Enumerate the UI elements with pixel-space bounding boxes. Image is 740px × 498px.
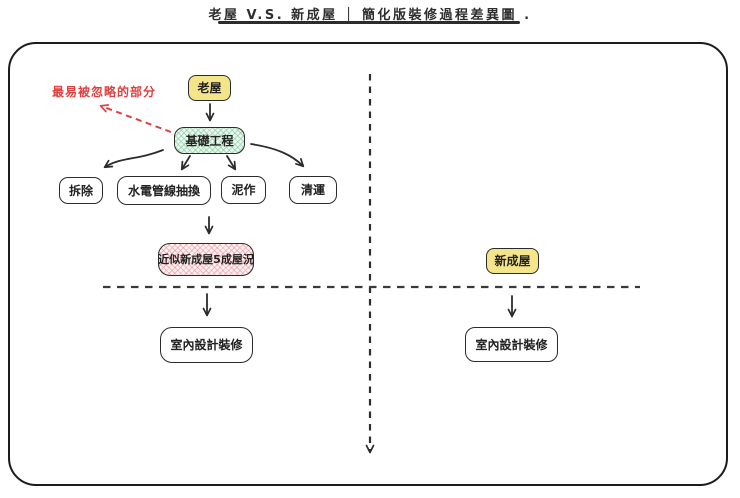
node-foundation-work: 基礎工程: [174, 127, 245, 154]
diagram-title: 老屋 V.S. 新成屋 │ 簡化版裝修過程差異圖 .: [208, 8, 532, 23]
node-new-house: 新成屋: [486, 248, 539, 274]
node-step-masonry: 泥作: [221, 176, 266, 204]
node-step-plumbing-electrical: 水電管線抽換: [117, 176, 211, 205]
node-result-near-new-condition: 近似新成屋5成屋況: [158, 243, 254, 276]
node-step-demolition: 拆除: [59, 177, 103, 204]
node-interior-design-left: 室內設計裝修: [160, 327, 253, 363]
node-step-hauling: 清運: [289, 176, 337, 204]
node-interior-design-right: 室內設計裝修: [465, 327, 558, 362]
title-underline: [218, 21, 520, 24]
annotation-most-overlooked: 最易被忽略的部分: [52, 85, 157, 99]
node-old-house: 老屋: [188, 75, 231, 101]
diagram-frame: [8, 42, 728, 486]
